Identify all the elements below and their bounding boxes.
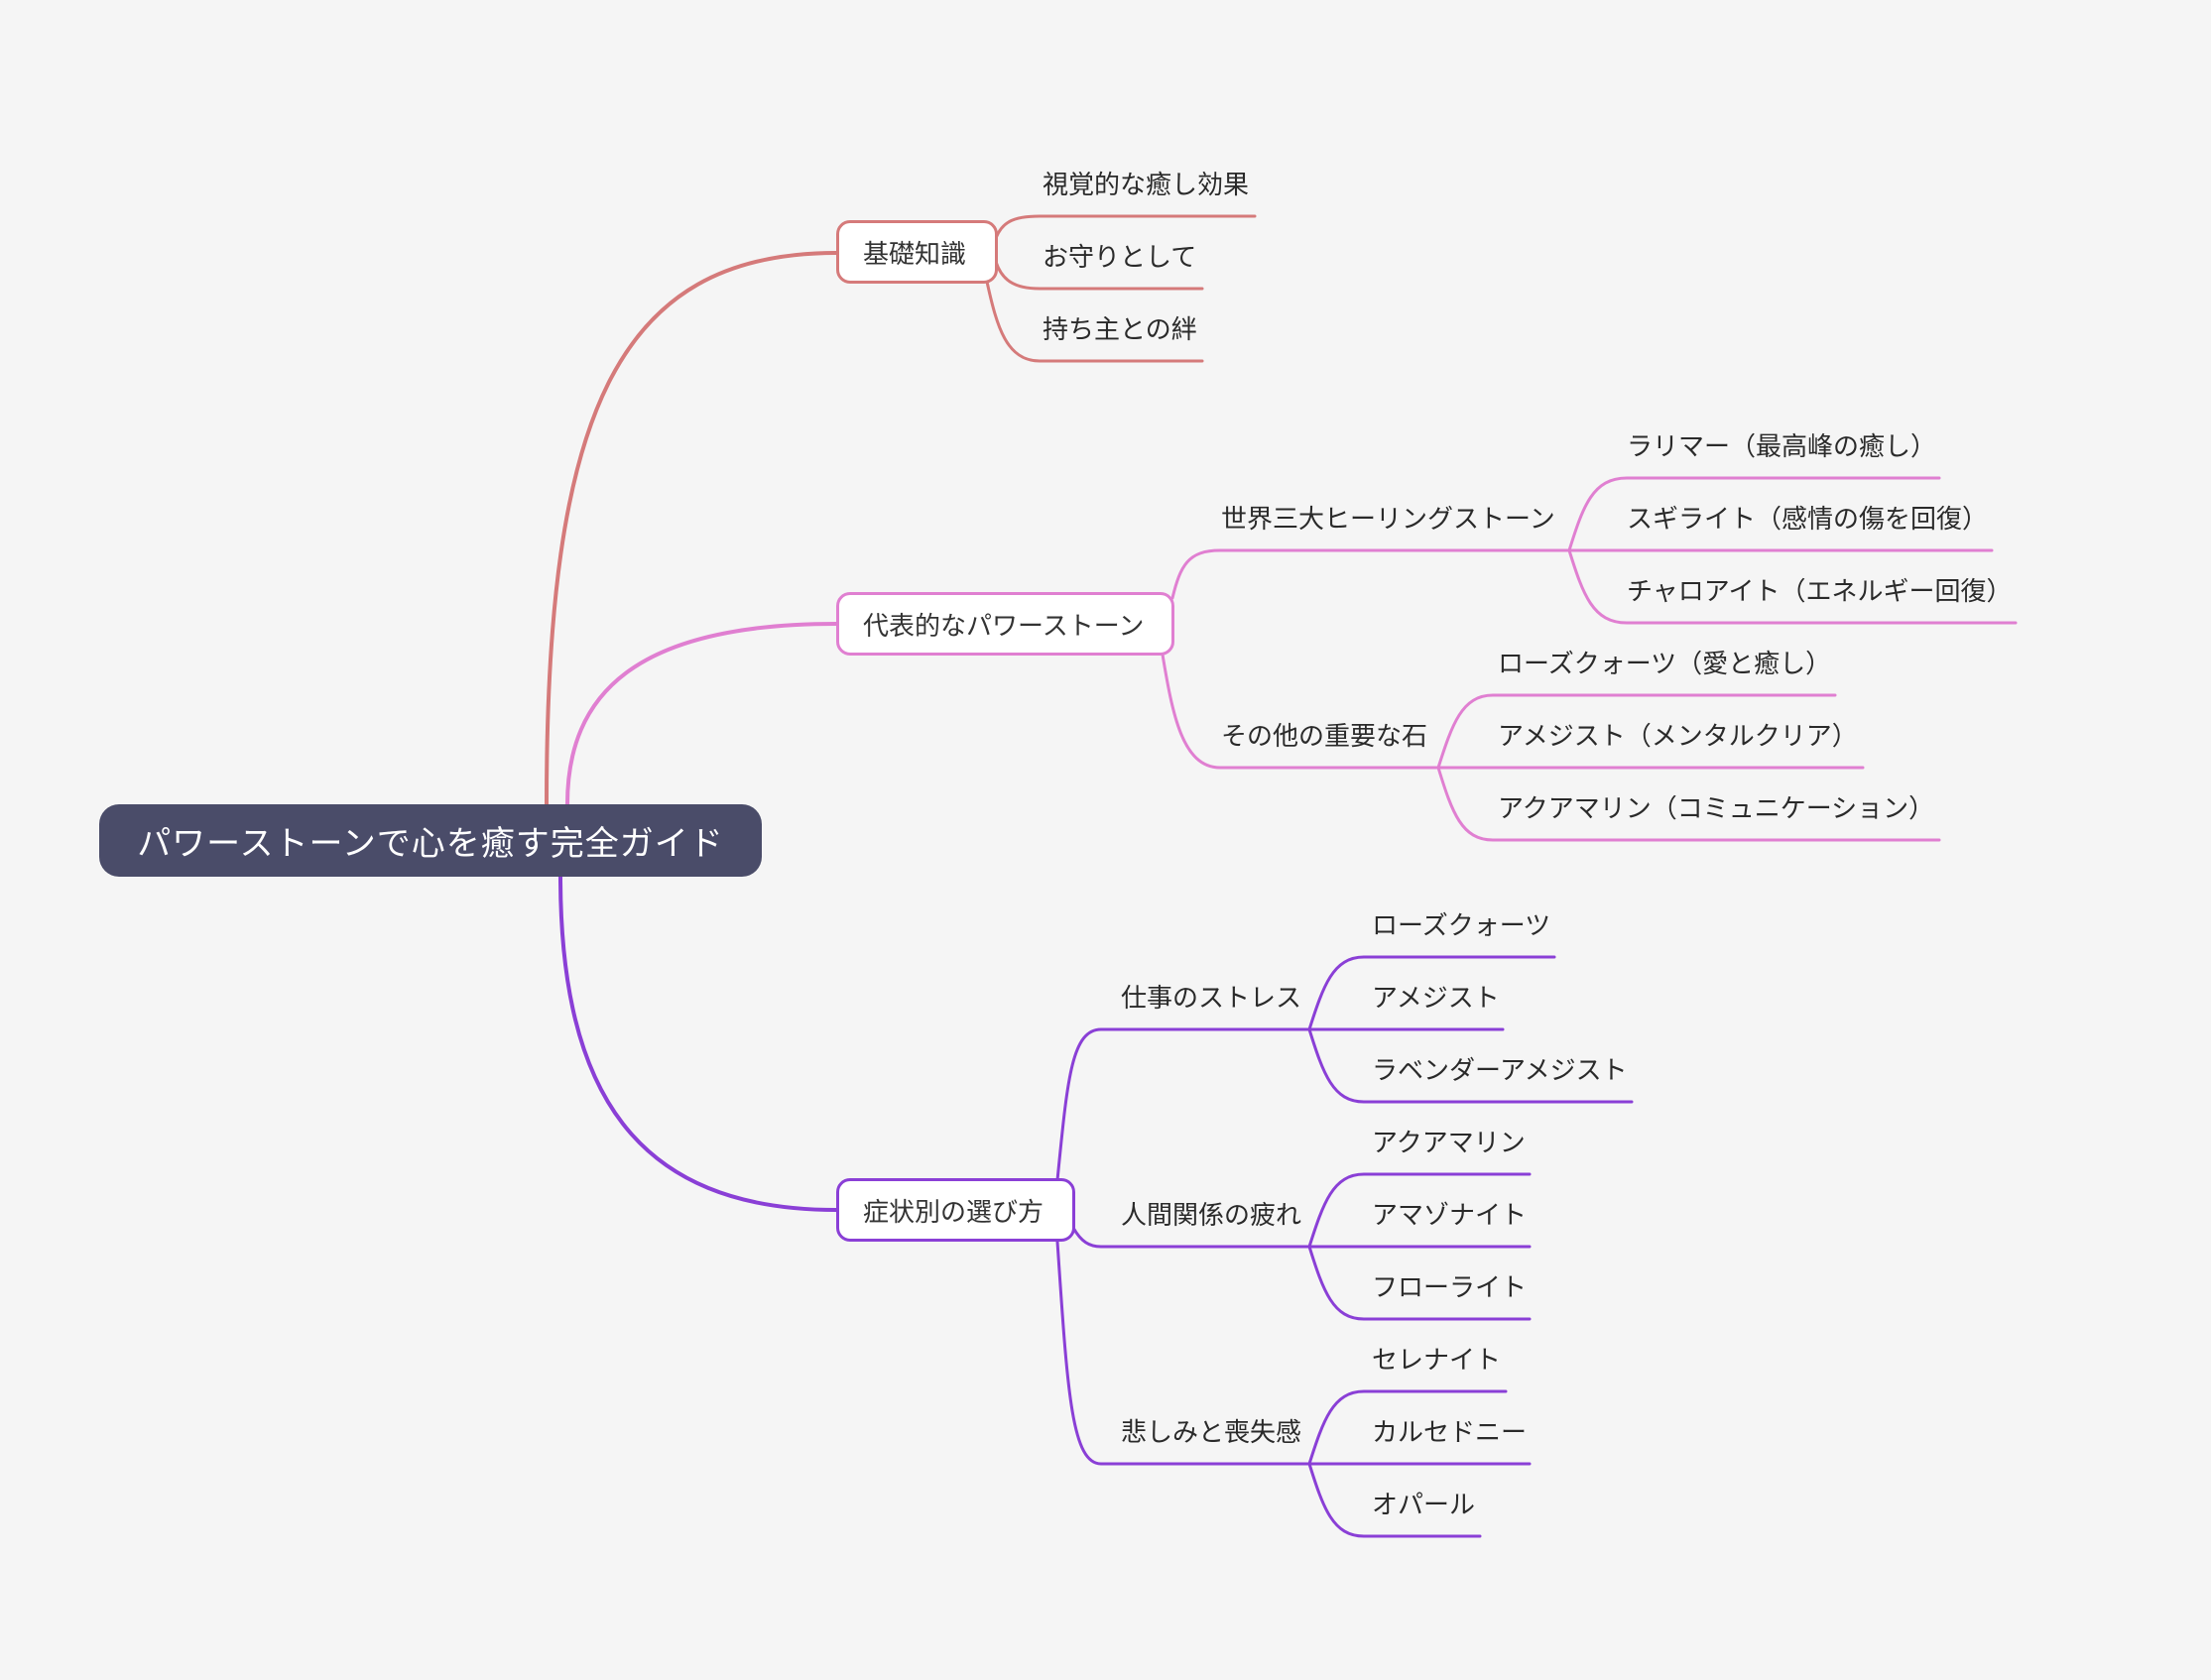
topic-fluorite[interactable]: フローライト (1372, 1273, 1528, 1303)
topic-as-amulet[interactable]: お守りとして (1043, 243, 1197, 273)
connector-b1-leaf-2 (994, 260, 1204, 291)
connector-b3g1-leaf-3 (1307, 1027, 1634, 1104)
connector-b1-leaf-1 (994, 214, 1257, 240)
topic-visual-healing[interactable]: 視覚的な癒し効果 (1043, 171, 1250, 200)
topic-grief-and-loss[interactable]: 悲しみと喪失感 (1121, 1418, 1302, 1448)
connector-b3g2-leaf-1 (1307, 1172, 1532, 1249)
topic-bond-with-owner[interactable]: 持ち主との絆 (1043, 315, 1197, 345)
connector-b3g3-leaf-1 (1307, 1389, 1508, 1466)
connector-b3-group-3 (1055, 1240, 1311, 1466)
connector-b2-group-1 (1170, 548, 1571, 600)
branch-topic-representative-stones[interactable]: 代表的なパワーストーン (836, 592, 1174, 656)
topic-aquamarine[interactable]: アクアマリン (1372, 1129, 1526, 1158)
topic-relationship-fatigue[interactable]: 人間関係の疲れ (1121, 1201, 1302, 1231)
connector-b2-group-2 (1161, 653, 1440, 770)
connector-b3-group-1 (1055, 1027, 1311, 1182)
topic-lavender-amethyst[interactable]: ラベンダーアメジスト (1372, 1056, 1628, 1086)
root-topic[interactable]: パワーストーンで心を癒す完全ガイド (99, 804, 762, 877)
topic-charoite[interactable]: チャロアイト（エネルギー回復） (1627, 577, 2013, 607)
topic-three-healing-stones[interactable]: 世界三大ヒーリングストーン (1221, 505, 1555, 535)
connector-root-branch-1 (545, 251, 838, 806)
topic-rose-quartz-love[interactable]: ローズクォーツ（愛と癒し） (1498, 650, 1832, 679)
topic-sugilite[interactable]: スギライト（感情の傷を回復） (1627, 505, 1989, 535)
topic-work-stress[interactable]: 仕事のストレス (1121, 984, 1302, 1014)
connector-root-branch-3 (558, 875, 838, 1212)
topic-aquamarine-communication[interactable]: アクアマリン（コミュニケーション） (1498, 794, 1935, 824)
connector-b2g1-leaf-1 (1567, 476, 1941, 552)
connector-b3g3-leaf-3 (1307, 1462, 1482, 1538)
topic-other-important-stones[interactable]: その他の重要な石 (1221, 722, 1428, 752)
branch-topic-selection-by-symptom[interactable]: 症状別の選び方 (836, 1178, 1075, 1242)
topic-opal[interactable]: オパール (1372, 1491, 1476, 1520)
topic-amethyst-mental[interactable]: アメジスト（メンタルクリア） (1498, 722, 1858, 752)
connector-b3-group-2 (1071, 1226, 1311, 1249)
topic-amethyst[interactable]: アメジスト (1372, 984, 1500, 1014)
topic-larimar[interactable]: ラリマー（最高峰の癒し） (1627, 432, 1937, 462)
topic-chalcedony[interactable]: カルセドニー (1372, 1418, 1528, 1448)
connector-b1-leaf-3 (985, 280, 1204, 363)
connector-b2g1-leaf-3 (1567, 548, 2018, 625)
connector-b3g2-leaf-3 (1307, 1245, 1532, 1321)
topic-rose-quartz[interactable]: ローズクォーツ (1372, 911, 1551, 941)
connector-b3g1-leaf-1 (1307, 955, 1556, 1031)
topic-amazonite[interactable]: アマゾナイト (1372, 1201, 1528, 1231)
topic-selenite[interactable]: セレナイト (1372, 1346, 1502, 1376)
connector-b2g2-leaf-1 (1436, 693, 1837, 770)
connector-b2g2-leaf-3 (1436, 766, 1941, 842)
branch-topic-basics[interactable]: 基礎知識 (836, 220, 998, 284)
connector-root-branch-2 (565, 622, 838, 806)
